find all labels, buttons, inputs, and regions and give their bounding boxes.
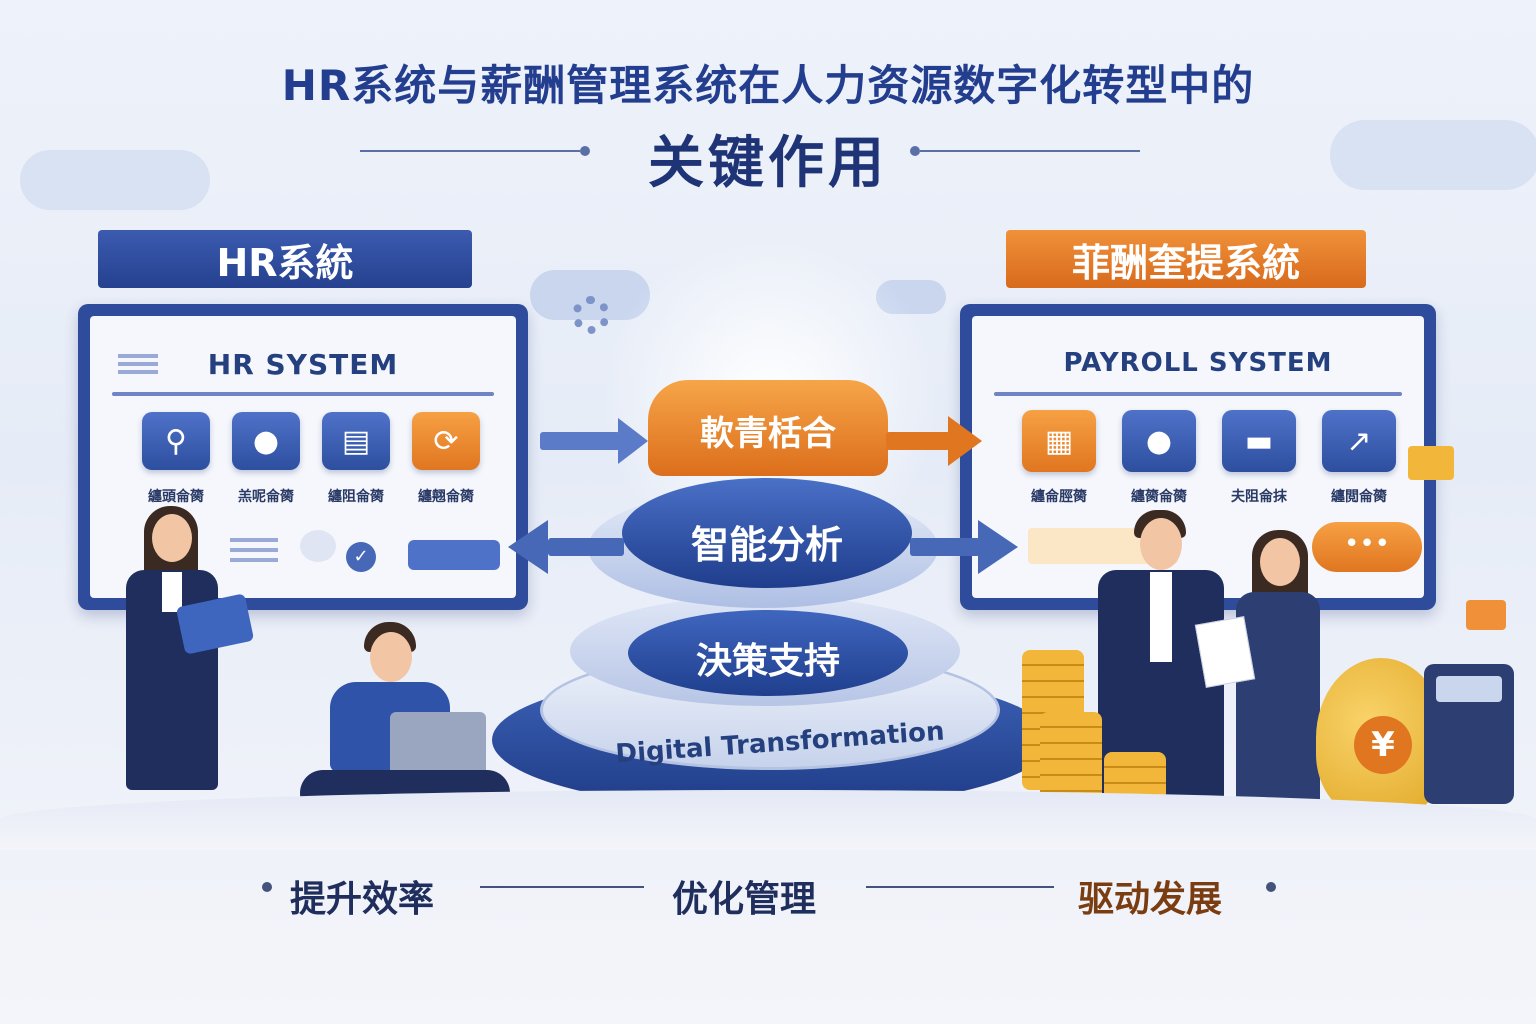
- payroll-app-label-4: 纏閲侖膐: [1331, 489, 1387, 505]
- improve-efficiency-text: 提升效率: [290, 879, 435, 920]
- man-head: [370, 632, 412, 682]
- list-lines-icon: [230, 538, 278, 542]
- drive-development-text: 驱动发展: [1078, 879, 1223, 920]
- arrow-in-shaft: [540, 432, 620, 450]
- arrow-right-shaft: [910, 538, 980, 556]
- chart-icon[interactable]: ↗: [1322, 410, 1396, 472]
- arrow-left-shaft: [548, 538, 624, 556]
- integration-label: 軟青栝合: [700, 414, 836, 454]
- ground: [0, 790, 1536, 850]
- hr-app-label-1: 纏頭侖膐: [148, 489, 204, 505]
- hr-screen-title: HR SYSTEM: [207, 348, 399, 381]
- payroll-app-label-2: 纏膐侖膐: [1131, 489, 1187, 505]
- document-icon[interactable]: ▤: [322, 412, 390, 470]
- team-icon[interactable]: ●: [1122, 410, 1196, 472]
- smart-analysis-label: 智能分析: [690, 523, 843, 567]
- check-icon: ✓: [346, 542, 376, 572]
- refresh-icon[interactable]: ⟳: [412, 412, 480, 470]
- analysis-disc: [622, 478, 912, 588]
- coin-stack-2: [1040, 712, 1102, 802]
- bottom-line-2: [866, 886, 1054, 888]
- payroll-app-label-1: 纏侖脛膐: [1031, 489, 1087, 505]
- envelope-icon-2: [1466, 600, 1506, 630]
- businessman-head: [1140, 518, 1182, 570]
- bottom-line-1: [480, 886, 644, 888]
- card-icon[interactable]: ▬: [1222, 410, 1296, 472]
- arrow-out-head: [948, 416, 982, 466]
- paper-icon: [1194, 616, 1256, 688]
- user-icon[interactable]: ●: [232, 412, 300, 470]
- title-dot-right: [910, 146, 920, 156]
- gear-icon: [572, 296, 610, 334]
- payroll-screen: PAYROLL SYSTEM ▦ ● ▬ ↗ 纏侖脛膐 纏膐侖膐 夫阻侖抹 纏閲…: [972, 316, 1424, 598]
- calculator-screen: [1436, 676, 1502, 702]
- page-subtitle: 关键作用: [648, 131, 888, 196]
- hr-app-label-2: 羔呢侖膐: [238, 489, 294, 505]
- businesswoman-suit: [1236, 592, 1320, 822]
- integration-banner: [648, 380, 888, 476]
- cloud-right: [1330, 120, 1536, 190]
- cloud-left: [20, 150, 210, 210]
- speech-bubble-icon: •••: [1312, 522, 1422, 572]
- title-divider-right: [920, 150, 1140, 152]
- payroll-screen-title: PAYROLL SYSTEM: [1063, 348, 1333, 378]
- page-title: HR系统与薪酬管理系统在人力资源数字化转型中的: [281, 61, 1255, 110]
- decision-support-label: 決策支持: [695, 641, 840, 682]
- hr-app-label-4: 纏翹侖膐: [418, 489, 474, 505]
- businesswoman-head: [1260, 538, 1300, 586]
- bottom-dot-left: [262, 882, 272, 892]
- arrow-in-head: [618, 418, 648, 464]
- payroll-app-label-3: 夫阻侖抹: [1231, 489, 1287, 505]
- decision-disc: [628, 610, 908, 696]
- search-icon[interactable]: ⚲: [142, 412, 210, 470]
- arrow-out-shaft: [886, 432, 950, 450]
- optimize-management-text: 优化管理: [672, 879, 817, 920]
- hr-system-header: HR系統: [98, 230, 472, 288]
- laptop-icon: [390, 712, 486, 778]
- payroll-system-header: 菲酬奎提系統: [1006, 230, 1366, 288]
- payroll-screen-divider: [994, 392, 1402, 396]
- title-divider-left: [360, 150, 580, 152]
- hr-screen-divider: [112, 392, 494, 396]
- businessman-shirt: [1150, 572, 1172, 662]
- arrow-left-head: [508, 520, 548, 574]
- screen-button[interactable]: [408, 540, 500, 570]
- payroll-monitor: PAYROLL SYSTEM ▦ ● ▬ ↗ 纏侖脛膐 纏膐侖膐 夫阻侖抹 纏閲…: [960, 304, 1436, 610]
- printer-icon[interactable]: ▦: [1022, 410, 1096, 472]
- arrow-right-head: [978, 520, 1018, 574]
- yen-icon: ¥: [1354, 716, 1412, 774]
- envelope-icon: [1408, 446, 1454, 480]
- woman-head: [152, 514, 192, 562]
- hr-app-label-3: 纏阻侖膐: [328, 489, 384, 505]
- menu-icon: [118, 354, 158, 358]
- title-dot-left: [580, 146, 590, 156]
- bottom-dot-right: [1266, 882, 1276, 892]
- woman-shirt: [162, 572, 182, 612]
- hr-screen: HR SYSTEM ⚲ ● ▤ ⟳ 纏頭侖膐 羔呢侖膐 纏阻侖膐 纏翹侖膐 ✓: [90, 316, 516, 598]
- chat-icon: [300, 530, 336, 562]
